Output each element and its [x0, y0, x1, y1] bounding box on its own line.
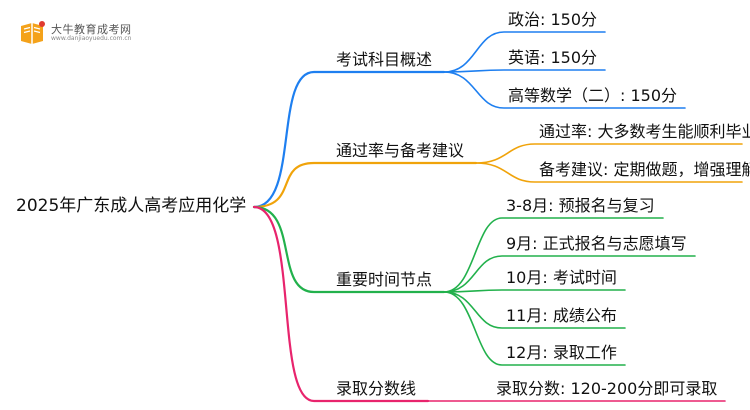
branch-label-key-dates: 重要时间节点	[336, 270, 433, 289]
branch-label-exam-subjects: 考试科目概述	[336, 50, 433, 69]
leaf-label: 备考建议: 定期做题，增强理解	[539, 160, 750, 179]
site-logo: 大牛教育成考网 www.danjiaoyuedu.com.cn	[18, 20, 132, 46]
logo-title: 大牛教育成考网	[51, 23, 132, 36]
leaf-label: 12月: 录取工作	[506, 343, 617, 362]
leaf-connector	[475, 162, 743, 183]
leaf-label: 3-8月: 预报名与复习	[506, 196, 655, 215]
leaf-connector	[443, 217, 664, 293]
branch-connector-exam-subjects	[252, 70, 446, 209]
leaf-label: 9月: 正式报名与志愿填写	[506, 234, 687, 253]
branch-connector-key-dates	[252, 205, 446, 294]
root-node-label: 2025年广东成人高考应用化学	[16, 196, 247, 216]
logo-url: www.danjiaoyuedu.com.cn	[51, 35, 132, 42]
branch-connector-pass-rate	[252, 161, 478, 209]
leaf-connector	[443, 69, 606, 73]
leaf-connector	[475, 143, 743, 164]
leaf-label: 11月: 成绩公布	[506, 306, 617, 325]
leaf-label: 10月: 考试时间	[506, 268, 617, 287]
leaf-label: 高等数学（二）: 150分	[508, 86, 678, 105]
branch-connector-admission-score	[252, 205, 430, 403]
branch-label-admission-score: 录取分数线	[336, 379, 417, 398]
leaf-connector	[443, 289, 626, 293]
leaf-label: 录取分数: 120-200分即可录取	[496, 379, 718, 398]
leaf-connector	[443, 71, 686, 109]
leaf-connector	[443, 291, 626, 366]
leaf-connector	[443, 255, 696, 293]
leaf-connector	[443, 31, 606, 73]
branch-label-pass-rate: 通过率与备考建议	[336, 141, 465, 160]
book-logo-icon	[21, 21, 45, 44]
mindmap-edges	[252, 31, 743, 403]
leaf-label: 英语: 150分	[508, 48, 598, 67]
leaf-connector	[443, 291, 626, 329]
leaf-label: 政治: 150分	[508, 10, 598, 29]
leaf-label: 通过率: 大多数考生能顺利毕业	[539, 122, 750, 141]
